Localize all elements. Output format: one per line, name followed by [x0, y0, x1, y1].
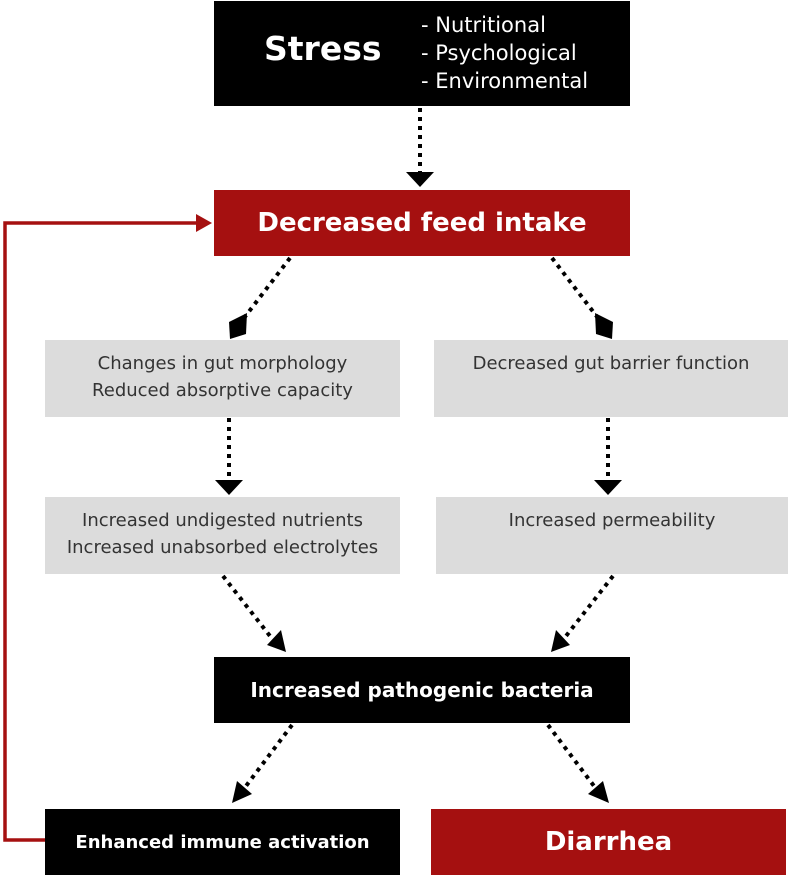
arrow-feed-intake-to-gut-morphology — [229, 256, 292, 339]
arrow-pathogenic-bacteria-to-immune-activation — [232, 723, 294, 803]
stress-type-item: Psychological — [421, 39, 588, 67]
stress-title: Stress — [264, 29, 382, 68]
permeability-box: Increased permeability — [436, 497, 788, 574]
immune-activation-box: Enhanced immune activation — [45, 809, 400, 875]
stress-type-list: Nutritional Psychological Environmental — [421, 11, 588, 95]
gut-barrier-box: Decreased gut barrier function — [434, 340, 788, 417]
stress-type-item: Nutritional — [421, 11, 588, 39]
arrow-undigested-to-pathogenic-bacteria — [221, 574, 286, 652]
undigested-nutrients-box: Increased undigested nutrients Increased… — [45, 497, 400, 574]
arrow-gut-barrier-to-permeability — [594, 418, 622, 495]
gut-barrier-line: Decreased gut barrier function — [472, 353, 750, 374]
absorptive-capacity-line: Reduced absorptive capacity — [92, 380, 353, 401]
arrow-permeability-to-pathogenic-bacteria — [551, 574, 615, 652]
pathogenic-bacteria-label: Increased pathogenic bacteria — [250, 678, 594, 702]
arrow-gut-morphology-to-undigested — [215, 418, 243, 495]
arrow-pathogenic-bacteria-to-diarrhea — [546, 723, 609, 803]
permeability-line: Increased permeability — [508, 510, 716, 531]
feedback-loop-arrow — [3, 214, 212, 842]
gut-morphology-box: Changes in gut morphology Reduced absorp… — [45, 340, 400, 417]
diarrhea-box: Diarrhea — [431, 809, 786, 875]
stress-box: Stress Nutritional Psychological Environ… — [214, 1, 630, 106]
arrow-stress-to-feed-intake — [406, 108, 434, 187]
gut-morphology-line: Changes in gut morphology — [97, 353, 348, 374]
unabsorbed-electrolytes-line: Increased unabsorbed electrolytes — [66, 537, 379, 558]
pathogenic-bacteria-box: Increased pathogenic bacteria — [214, 657, 630, 723]
arrow-feed-intake-to-gut-barrier — [550, 256, 613, 339]
undigested-nutrients-line: Increased undigested nutrients — [82, 510, 363, 531]
stress-type-item: Environmental — [421, 67, 588, 95]
decreased-feed-intake-box: Decreased feed intake — [214, 190, 630, 256]
diarrhea-label: Diarrhea — [544, 827, 673, 857]
immune-activation-label: Enhanced immune activation — [75, 831, 370, 853]
decreased-feed-intake-label: Decreased feed intake — [257, 208, 587, 238]
